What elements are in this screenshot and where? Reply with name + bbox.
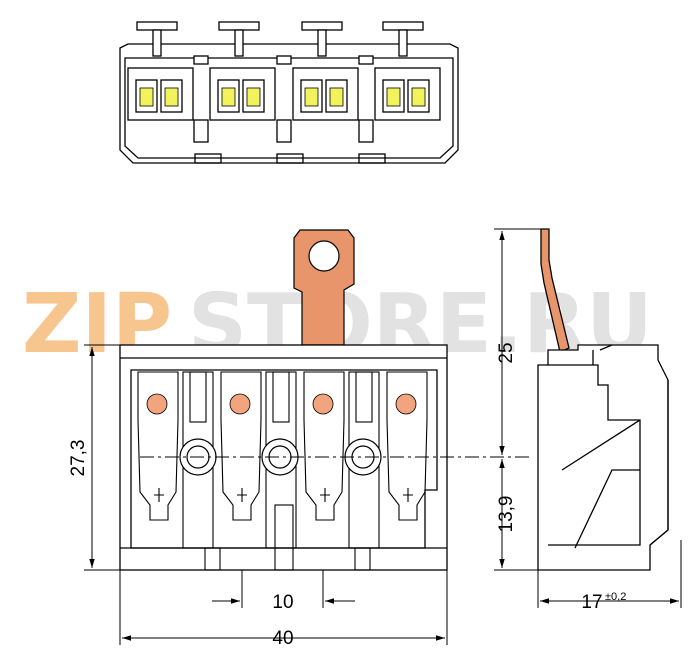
contact-pin (293, 229, 355, 346)
top-view-levers (136, 21, 424, 57)
front-view-cells (137, 371, 428, 571)
dim-depth-tolerance: ±0,2 (605, 591, 626, 603)
dim-height-total: 27,3 (68, 440, 89, 477)
side-view-body (537, 344, 669, 571)
dim-width: 40 (272, 628, 293, 649)
top-view (119, 21, 459, 164)
dim-axis-height: 13,9 (496, 496, 517, 533)
contact-dots (146, 393, 417, 415)
release-holes (179, 438, 382, 476)
dim-depth: 17 (581, 592, 602, 613)
dim-pitch: 10 (272, 592, 293, 613)
dimension-labels: 27,3 25 13,9 10 40 17 ±0,2 (68, 342, 626, 649)
side-view-pin (540, 228, 570, 353)
dimension-lines (84, 228, 682, 645)
front-view (119, 229, 532, 571)
dim-pin-height: 25 (496, 342, 517, 363)
side-view (537, 228, 669, 571)
top-view-wire-entries (127, 67, 441, 121)
